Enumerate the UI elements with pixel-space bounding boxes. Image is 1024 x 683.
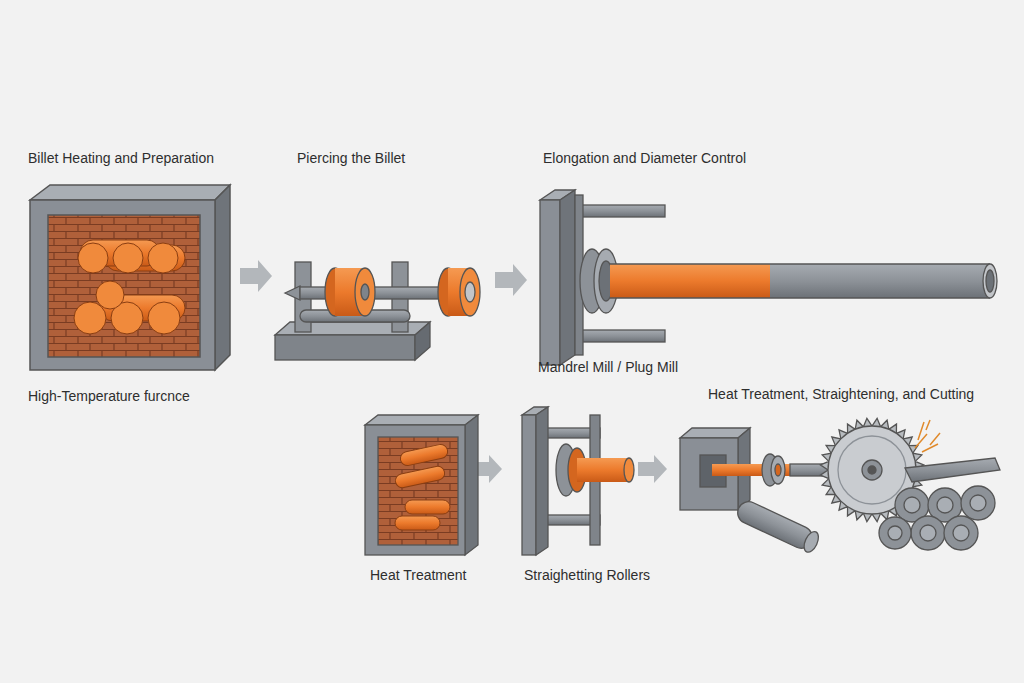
stage-label: Piercing the Billet [297,150,405,167]
stage-label: Straighetting Rollers [524,567,650,584]
piercing-mill [275,262,480,360]
stage-label: Heat Treatment [370,567,467,584]
heat-treatment-furnace [365,415,478,555]
furnace [30,185,230,370]
stage-label: Elongation and Diameter Control [543,150,746,167]
straightening-cutting-station [680,428,830,554]
stage-label: Billet Heating and Preparation [28,150,214,167]
mandrel-mill [540,190,997,365]
stage-label: Heat Treatment, Straightening, and Cutti… [708,386,974,403]
stage-label: Mandrel Mill / Plug Mill [538,359,678,376]
stage-label: High-Temperature furcnce [28,388,190,405]
cut-pipes [879,458,1000,550]
straightening-rollers [522,407,634,555]
